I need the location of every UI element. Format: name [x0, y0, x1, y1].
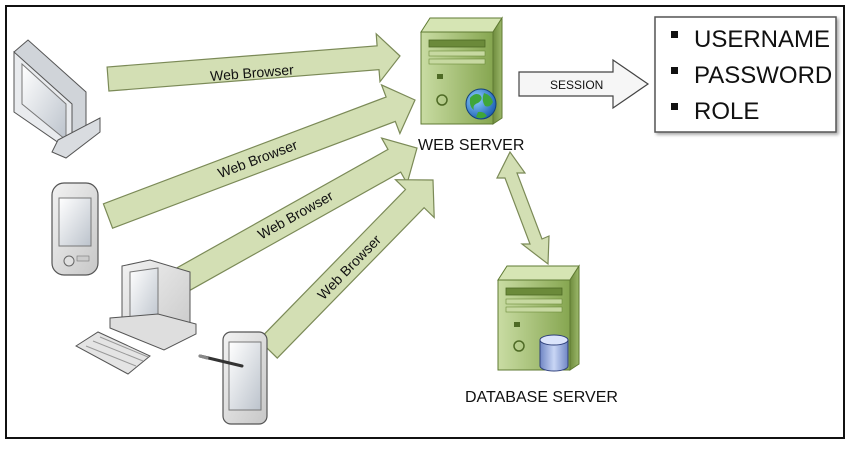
web-server-label: WEB SERVER — [418, 137, 524, 154]
desktop-computer-icon — [75, 259, 197, 375]
session-arrow: SESSION — [518, 58, 650, 110]
bullet-icon — [671, 31, 678, 38]
server-database-arrow-shape — [496, 150, 550, 266]
web-browser-arrow-label: Web Browser — [210, 61, 295, 84]
web-browser-arrow — [257, 179, 435, 359]
bullet-icon — [671, 67, 678, 74]
tablet-stylus-icon — [198, 331, 268, 425]
web-server: WEB SERVER — [418, 16, 524, 154]
web-browser-arrow — [172, 137, 418, 294]
session-field-username: USERNAME — [694, 26, 830, 53]
pda-icon — [51, 182, 99, 276]
server-database-arrow — [496, 150, 550, 266]
web-browser-arrow — [106, 32, 401, 92]
database-server-label: DATABASE SERVER — [465, 389, 618, 406]
database-server: DATABASE SERVER — [465, 264, 618, 406]
session-arrow-label: SESSION — [550, 78, 603, 92]
session-arrow-shape — [518, 58, 650, 110]
session-field-password: PASSWORD — [694, 62, 832, 89]
web-browser-arrow — [102, 83, 416, 229]
session-fields-box: USERNAME PASSWORD ROLE — [654, 16, 837, 133]
bullet-icon — [671, 103, 678, 110]
server-tower-database-icon — [497, 264, 580, 372]
monitor-icon — [13, 39, 101, 159]
session-field-role: ROLE — [694, 98, 759, 125]
session-fields-panel — [654, 16, 837, 133]
server-tower-globe-icon — [420, 16, 503, 125]
